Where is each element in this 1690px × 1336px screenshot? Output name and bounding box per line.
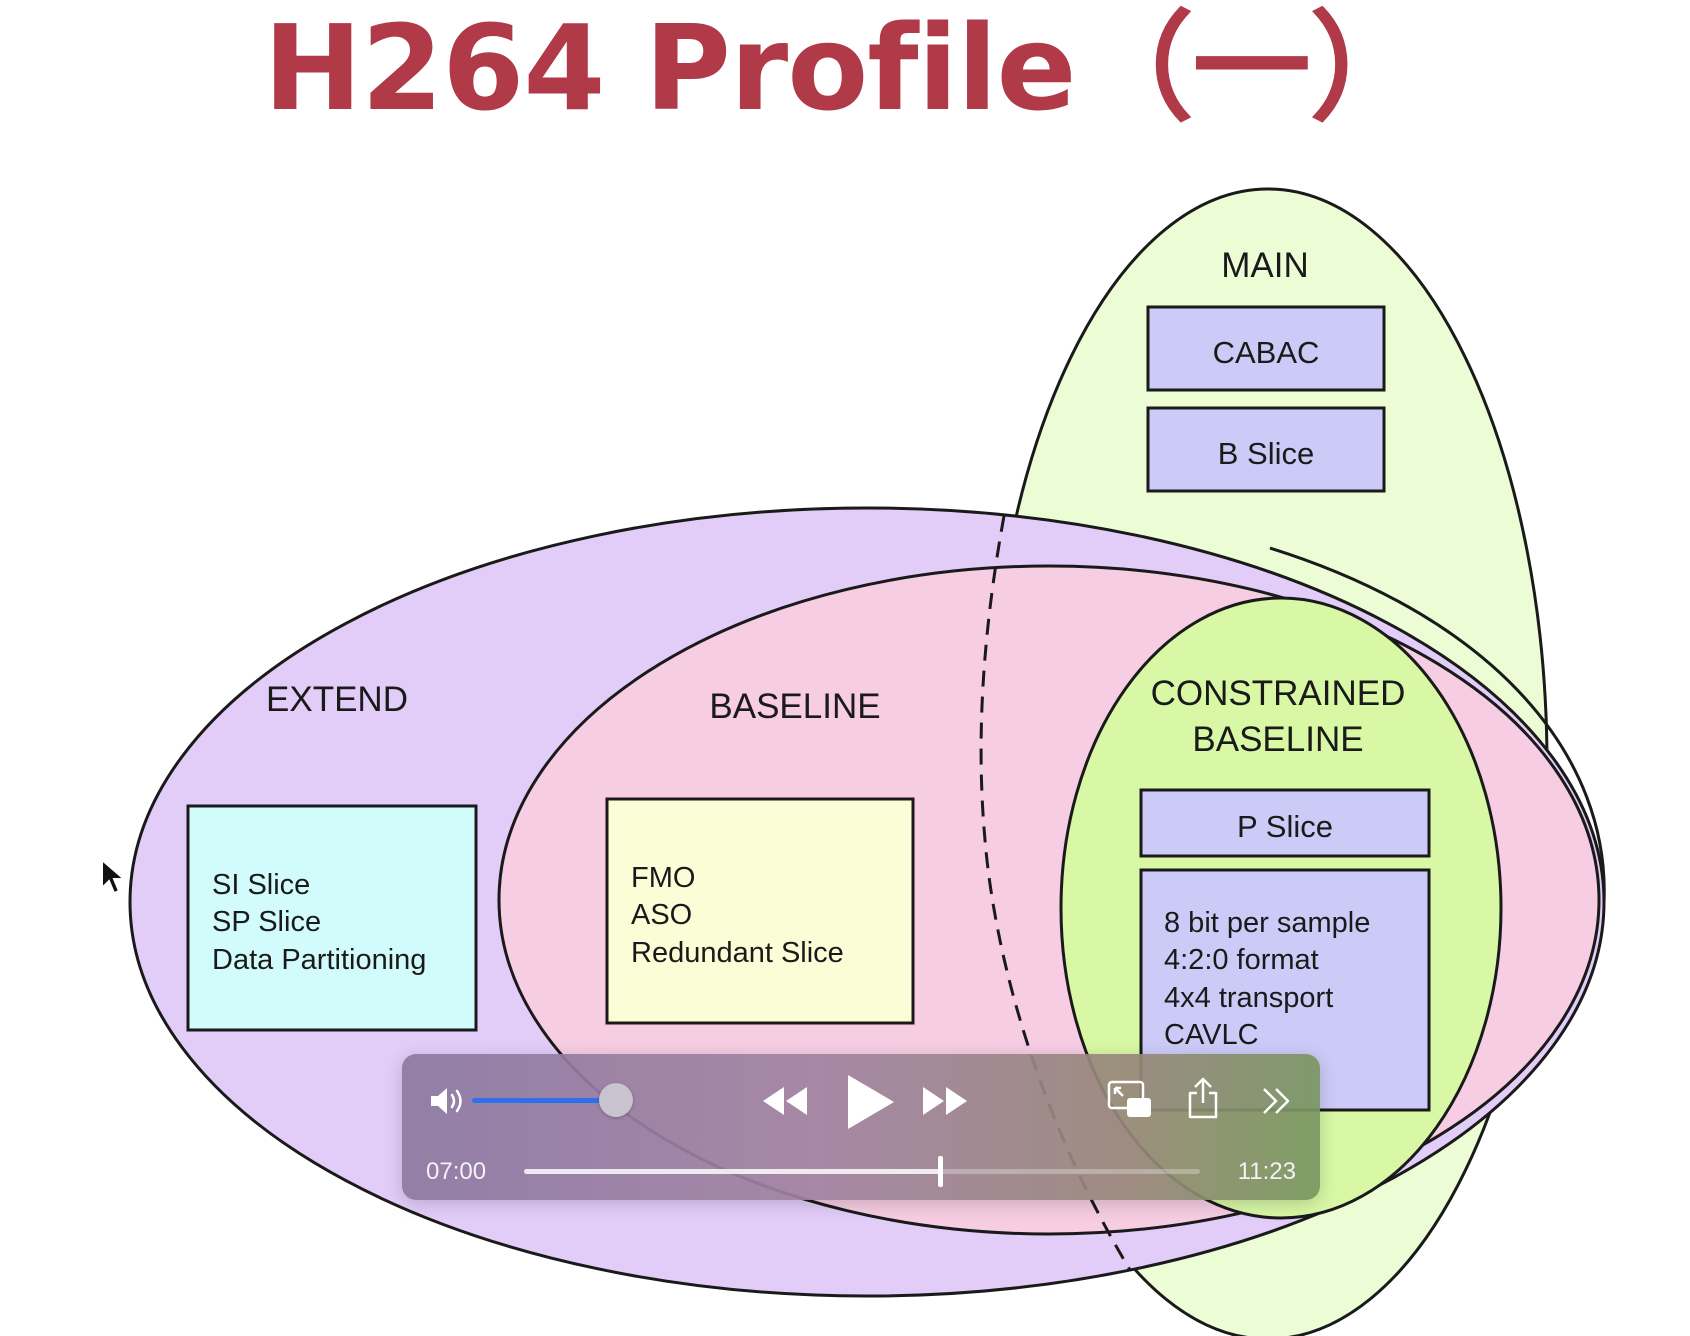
progress-bar[interactable] — [524, 1156, 1200, 1187]
extend-label: EXTEND — [266, 680, 408, 719]
more-chevrons-icon[interactable] — [1260, 1084, 1294, 1118]
p-slice-label: P Slice — [1237, 809, 1333, 844]
sp-slice-text: SP Slice — [212, 906, 321, 938]
progress-playhead[interactable] — [937, 1156, 943, 1187]
baseline-features-box — [605, 797, 915, 1025]
fmo-text: FMO — [631, 862, 695, 894]
video-player-controls: 07:00 11:23 — [402, 1054, 1320, 1200]
page-title: H264 Profile（一） — [263, 0, 1427, 137]
share-icon[interactable] — [1186, 1076, 1220, 1120]
aso-text: ASO — [631, 899, 692, 931]
current-time: 07:00 — [426, 1158, 487, 1185]
cavlc-text: CAVLC — [1164, 1019, 1259, 1051]
b-slice-label: B Slice — [1218, 436, 1314, 471]
picture-in-picture-icon[interactable] — [1107, 1080, 1153, 1120]
rewind-icon[interactable] — [760, 1084, 810, 1118]
b-slice-box — [1146, 406, 1386, 493]
volume-fill — [472, 1098, 616, 1103]
extend-outer-rim — [1269, 546, 1606, 903]
volume-knob[interactable] — [599, 1083, 633, 1117]
speaker-volume-icon[interactable] — [428, 1084, 468, 1118]
baseline-label: BASELINE — [709, 687, 880, 726]
volume-slider[interactable] — [472, 1083, 633, 1117]
play-icon[interactable] — [842, 1072, 898, 1132]
constrained-label-line1: CONSTRAINED — [1151, 674, 1406, 713]
cabac-label: CABAC — [1213, 335, 1320, 370]
data-partitioning-text: Data Partitioning — [212, 944, 426, 976]
si-slice-text: SI Slice — [212, 869, 310, 901]
cabac-box — [1146, 305, 1386, 392]
redundant-slice-text: Redundant Slice — [631, 937, 844, 969]
p-slice-box — [1139, 788, 1431, 858]
total-time: 11:23 — [1237, 1158, 1296, 1185]
constrained-label-line2: BASELINE — [1192, 720, 1363, 759]
progress-fill — [524, 1169, 940, 1174]
transport-text: 4x4 transport — [1164, 982, 1333, 1014]
mouse-cursor-icon — [101, 858, 127, 895]
bit-per-sample-text: 8 bit per sample — [1164, 907, 1370, 939]
main-label: MAIN — [1221, 246, 1309, 285]
extend-features-box — [186, 804, 478, 1032]
fast-forward-icon[interactable] — [920, 1084, 970, 1118]
format-text: 4:2:0 format — [1164, 944, 1319, 976]
